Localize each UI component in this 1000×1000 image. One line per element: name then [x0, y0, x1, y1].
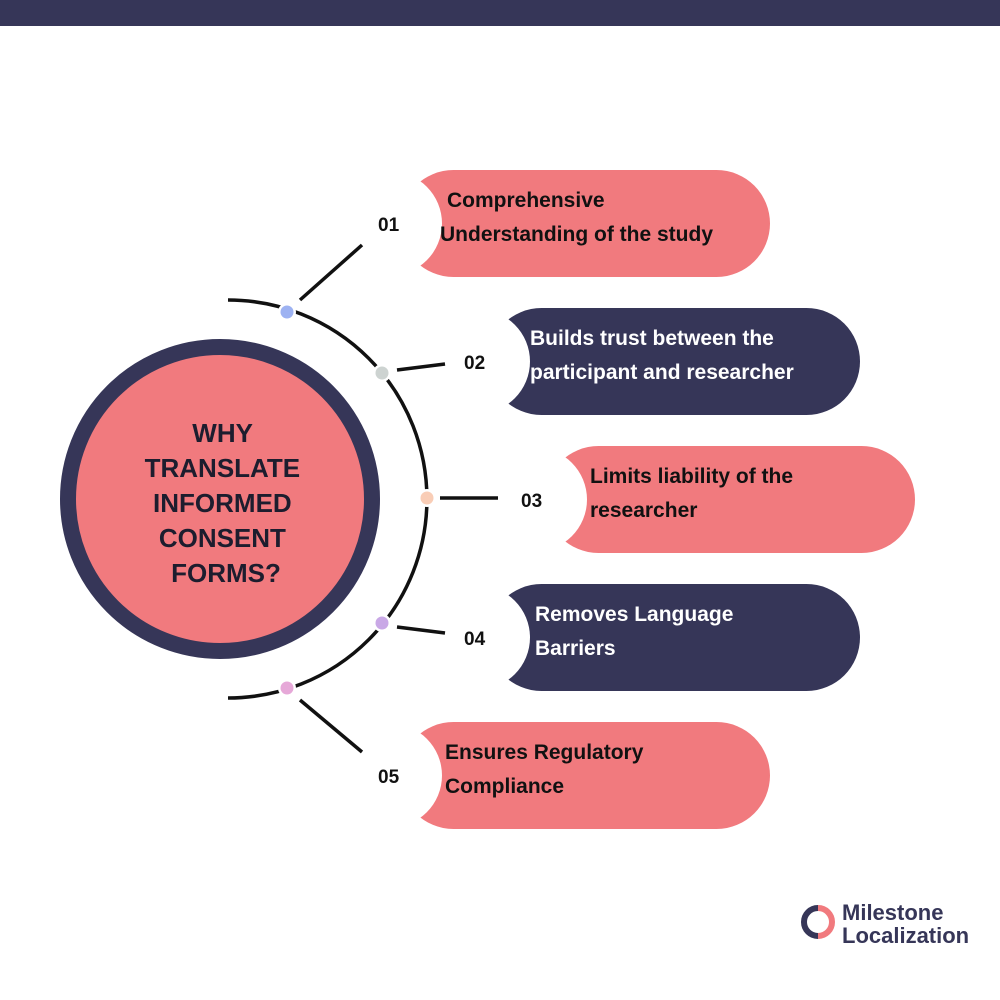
pill-cutout [426, 309, 530, 414]
logo-line1: Milestone [842, 900, 943, 925]
pill-cutout [338, 171, 442, 276]
connector-dot [420, 491, 434, 505]
center-title: WHY TRANSLATE INFORMED CONSENT FORMS? [145, 418, 308, 588]
pill-cutout [338, 723, 442, 828]
connector-line [298, 243, 364, 302]
logo: Milestone Localization [801, 900, 969, 948]
item-pill [488, 308, 860, 415]
item-number: 04 [464, 629, 486, 650]
item-number: 03 [521, 491, 542, 512]
connector-dot [375, 366, 389, 380]
connector-dot [375, 616, 389, 630]
item-pill [488, 584, 860, 691]
pill-cutout [426, 585, 530, 690]
connector-line [396, 362, 446, 372]
connector-line [396, 625, 446, 635]
pill-cutout [483, 447, 587, 552]
item-pill [400, 722, 770, 829]
connector-dot [280, 681, 294, 695]
logo-line2: Localization [842, 923, 969, 948]
item-number: 02 [464, 353, 485, 374]
item-pill [400, 170, 770, 277]
item-number: 01 [378, 215, 400, 236]
item-number: 05 [378, 767, 400, 788]
top-bar [0, 0, 1000, 26]
connector-line [298, 698, 364, 754]
center-circle [60, 339, 380, 659]
item-pill [545, 446, 915, 553]
connector-dot [280, 305, 294, 319]
